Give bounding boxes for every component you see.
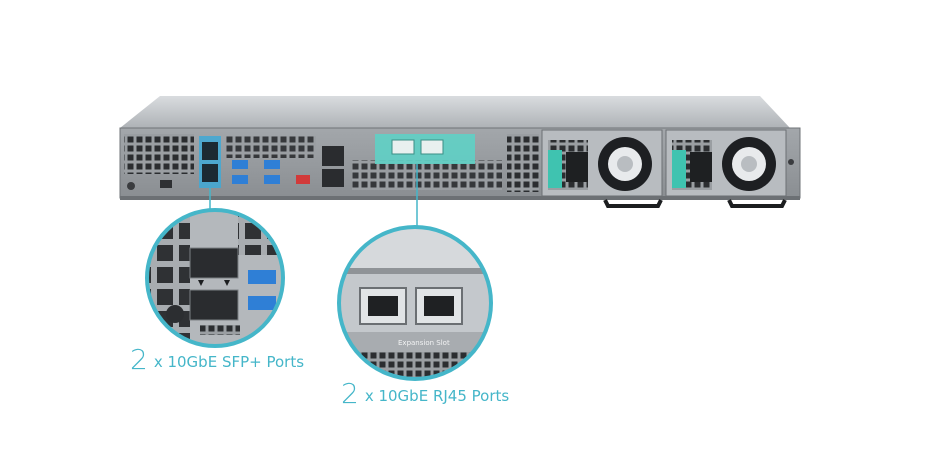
usb-port bbox=[248, 296, 276, 310]
power-socket bbox=[566, 152, 588, 182]
vent-grille-expansion bbox=[352, 160, 502, 190]
sfp-port bbox=[202, 164, 218, 182]
caption-sfp-count: 2 bbox=[130, 343, 148, 376]
vent-grille-right bbox=[507, 134, 539, 192]
usb-port bbox=[264, 160, 280, 169]
usb-port bbox=[232, 160, 248, 169]
usb-ports bbox=[232, 160, 310, 184]
zoom-circle-sfp bbox=[145, 208, 285, 348]
ethernet-port bbox=[322, 169, 344, 187]
ethernet-port bbox=[322, 146, 344, 166]
usb-port bbox=[264, 175, 280, 184]
screw bbox=[166, 305, 184, 323]
power-supply-2 bbox=[665, 129, 787, 208]
usb-port bbox=[232, 175, 248, 184]
reset-button bbox=[160, 180, 172, 188]
caption-rj45-ports: 2 x 10GbE RJ45 Ports bbox=[341, 380, 509, 408]
power-supply-1 bbox=[541, 129, 663, 208]
zoom-circle-rj45: Expansion Slot bbox=[337, 225, 493, 381]
vent-grille-left bbox=[124, 134, 194, 174]
power-socket bbox=[548, 150, 562, 188]
caption-sfp-ports: 2 x 10GbE SFP+ Ports bbox=[130, 346, 304, 374]
power-socket bbox=[690, 152, 712, 182]
vent-grille-middle bbox=[226, 136, 316, 158]
sfp-port bbox=[202, 142, 218, 160]
screw bbox=[127, 182, 135, 190]
caption-rj45-text: x 10GbE RJ45 Ports bbox=[364, 387, 510, 405]
rj45-port bbox=[391, 139, 415, 155]
expansion-slot-label: Expansion Slot bbox=[398, 339, 450, 347]
sfp-cage bbox=[189, 247, 239, 279]
power-socket bbox=[672, 150, 686, 188]
sfp-cage bbox=[189, 289, 239, 321]
usb-port bbox=[296, 175, 310, 184]
caption-sfp-text: x 10GbE SFP+ Ports bbox=[153, 353, 305, 371]
usb-port bbox=[248, 270, 276, 284]
rj45-port bbox=[420, 139, 444, 155]
screw bbox=[788, 159, 794, 165]
caption-rj45-count: 2 bbox=[341, 377, 359, 410]
